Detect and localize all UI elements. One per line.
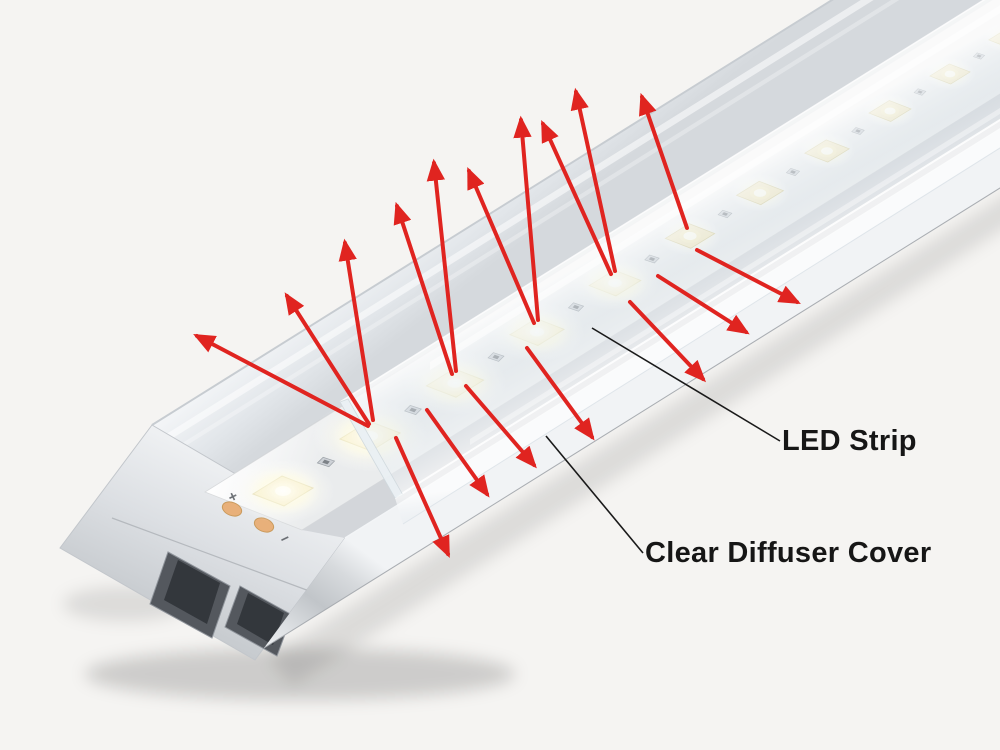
light-arrow bbox=[656, 274, 750, 335]
light-arrow bbox=[695, 248, 801, 305]
light-arrow bbox=[193, 333, 370, 428]
light-arrow bbox=[467, 166, 536, 325]
light-arrow bbox=[541, 119, 613, 276]
light-arrow bbox=[525, 346, 595, 441]
light-arrow bbox=[284, 292, 371, 426]
light-arrow bbox=[639, 92, 689, 230]
led-strip-leader-line bbox=[591, 327, 781, 442]
cover-front-face bbox=[395, 119, 1000, 524]
light-arrow bbox=[426, 158, 458, 373]
light-arrow bbox=[513, 115, 540, 322]
clear-diffuser-cover-label: Clear Diffuser Cover bbox=[645, 537, 931, 569]
cover-top-face bbox=[340, 0, 1000, 498]
light-arrow bbox=[570, 87, 617, 273]
light-arrow bbox=[338, 238, 375, 422]
annotations: LED Strip Clear Diffuser Cover bbox=[545, 327, 931, 569]
light-arrow bbox=[464, 384, 537, 469]
light-arrow bbox=[394, 436, 450, 559]
light-arrows bbox=[193, 87, 801, 559]
hollow-chamber bbox=[149, 551, 231, 639]
led-strip-label: LED Strip bbox=[782, 425, 917, 457]
light-arrow bbox=[393, 201, 454, 376]
light-arrow bbox=[425, 408, 490, 498]
clear-diffuser-cover-leader-line bbox=[545, 435, 644, 554]
light-arrow bbox=[628, 300, 707, 383]
clear-diffuser-cover bbox=[339, 0, 1000, 525]
